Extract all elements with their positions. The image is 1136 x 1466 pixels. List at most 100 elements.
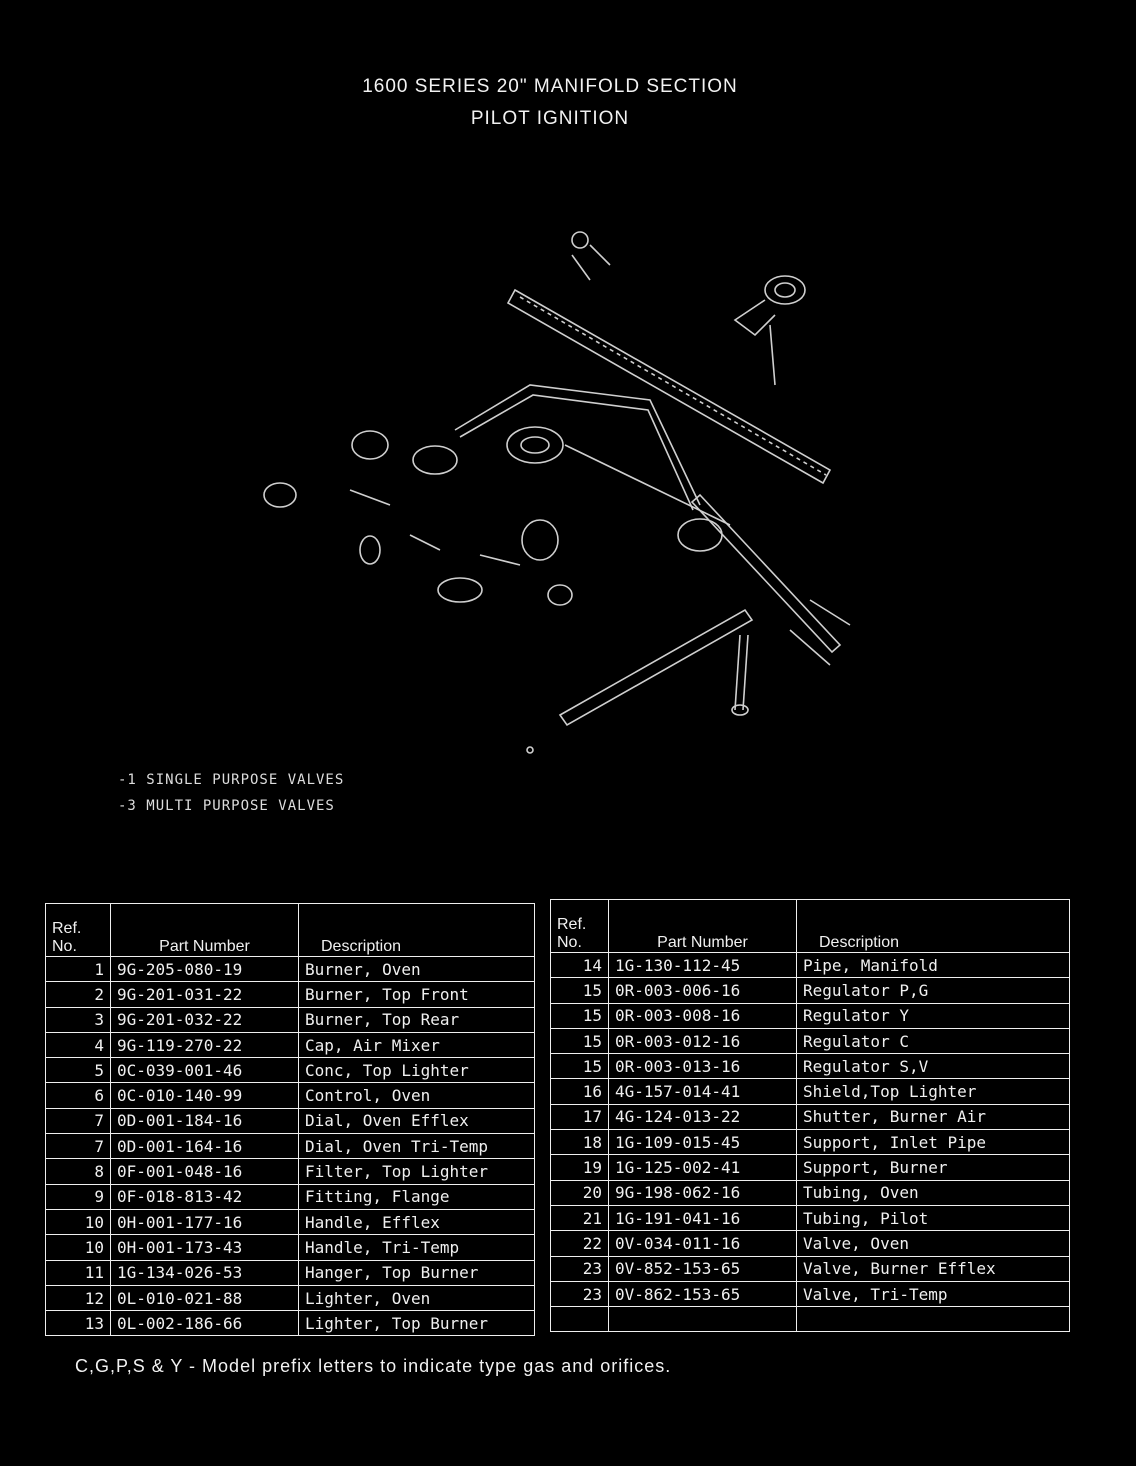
- description-cell: Shutter, Burner Air: [796, 1103, 1070, 1131]
- ref-header-line2: No.: [52, 938, 77, 955]
- description-cell: Regulator Y: [796, 1002, 1070, 1029]
- description-cell: Lighter, Top Burner: [298, 1310, 535, 1337]
- part-number-cell: 0V-034-011-16: [608, 1230, 797, 1257]
- part-number-cell: 0R-003-008-16: [608, 1002, 797, 1029]
- manifold-exploded-diagram: [263, 231, 851, 754]
- description-cell: Burner, Top Front: [298, 981, 535, 1008]
- description-header: Description: [796, 899, 1070, 953]
- ref-cell: 7: [45, 1133, 111, 1160]
- ref-cell: 6: [45, 1082, 111, 1109]
- description-cell: Pipe, Manifold: [796, 951, 1070, 979]
- ref-header-line2: No.: [557, 934, 582, 951]
- ref-cell: 7: [45, 1107, 111, 1135]
- description-cell: Dial, Oven Efflex: [298, 1107, 535, 1135]
- part-number-cell: 0V-862-153-65: [608, 1280, 797, 1308]
- ref-cell: 3: [45, 1006, 111, 1033]
- ref-header-line1: Ref.: [52, 920, 82, 937]
- part-number-cell: 4G-124-013-22: [608, 1103, 797, 1131]
- note-single-purpose: -1 SINGLE PURPOSE VALVES: [118, 772, 345, 788]
- ref-cell: 20: [550, 1179, 609, 1206]
- part-number-cell: 1G-191-041-16: [608, 1204, 797, 1232]
- part-number-cell: 0R-003-012-16: [608, 1027, 797, 1055]
- part-number-cell: 0R-003-013-16: [608, 1053, 797, 1080]
- description-cell: Hanger, Top Burner: [298, 1259, 535, 1286]
- description-cell: Dial, Oven Tri-Temp: [298, 1133, 535, 1160]
- ref-cell: 5: [45, 1057, 111, 1084]
- description-cell: Regulator P,G: [796, 977, 1070, 1004]
- ref-cell: 17: [550, 1103, 609, 1131]
- ref-cell: 4: [45, 1031, 111, 1059]
- ref-cell: 13: [45, 1310, 111, 1337]
- ref-cell: 1: [45, 955, 111, 983]
- part-number-cell: 0V-852-153-65: [608, 1255, 797, 1282]
- ref-cell: 23: [550, 1280, 609, 1308]
- description-cell: Conc, Top Lighter: [298, 1057, 535, 1084]
- note-multi-purpose: -3 MULTI PURPOSE VALVES: [118, 798, 335, 814]
- page-subtitle: PILOT IGNITION: [470, 108, 630, 129]
- part-number-cell: 0L-002-186-66: [110, 1310, 299, 1337]
- part-number-cell: 9G-201-031-22: [110, 981, 299, 1008]
- table-header-row: Ref. No. Part Number Description: [45, 903, 535, 957]
- description-cell: Valve, Oven: [796, 1230, 1070, 1257]
- part-number-cell: 0F-018-813-42: [110, 1183, 299, 1210]
- ref-cell: 23: [550, 1255, 609, 1282]
- description-cell: Shield,Top Lighter: [796, 1078, 1070, 1105]
- part-number-cell: 4G-157-014-41: [608, 1078, 797, 1105]
- description-cell: Regulator S,V: [796, 1053, 1070, 1080]
- ref-no-header: Ref. No.: [550, 899, 609, 953]
- description-cell: Handle, Efflex: [298, 1208, 535, 1236]
- description-cell: Support, Inlet Pipe: [796, 1129, 1070, 1156]
- ref-cell: 10: [45, 1234, 111, 1261]
- part-number-cell: 0D-001-184-16: [110, 1107, 299, 1135]
- description-cell: Filter, Top Lighter: [298, 1158, 535, 1185]
- footer-note: C,G,P,S & Y - Model prefix letters to in…: [75, 1356, 672, 1376]
- description-cell: Fitting, Flange: [298, 1183, 535, 1210]
- ref-cell: 15: [550, 977, 609, 1004]
- description-cell: Control, Oven: [298, 1082, 535, 1109]
- description-cell: Burner, Oven: [298, 955, 535, 983]
- ref-cell: 21: [550, 1204, 609, 1232]
- ref-cell: 8: [45, 1158, 111, 1185]
- description-cell: Support, Burner: [796, 1154, 1070, 1181]
- part-number-cell: [608, 1306, 797, 1333]
- ref-header-line1: Ref.: [557, 916, 587, 933]
- part-number-cell: 1G-130-112-45: [608, 951, 797, 979]
- ref-cell: 15: [550, 1027, 609, 1055]
- table-row: [550, 1306, 1070, 1333]
- description-cell: Handle, Tri-Temp: [298, 1234, 535, 1261]
- part-number-cell: 0C-010-140-99: [110, 1082, 299, 1109]
- part-number-cell: 9G-119-270-22: [110, 1031, 299, 1059]
- description-cell: Tubing, Oven: [796, 1179, 1070, 1206]
- ref-cell: 18: [550, 1129, 609, 1156]
- description-cell: Valve, Tri-Temp: [796, 1280, 1070, 1308]
- part-number-cell: 0C-039-001-46: [110, 1057, 299, 1084]
- part-number-cell: 9G-201-032-22: [110, 1006, 299, 1033]
- description-cell: Regulator C: [796, 1027, 1070, 1055]
- description-header: Description: [298, 903, 535, 957]
- part-number-header: Part Number: [110, 903, 299, 957]
- part-number-cell: 0L-010-021-88: [110, 1284, 299, 1312]
- part-number-header: Part Number: [608, 899, 797, 953]
- ref-cell: 14: [550, 951, 609, 979]
